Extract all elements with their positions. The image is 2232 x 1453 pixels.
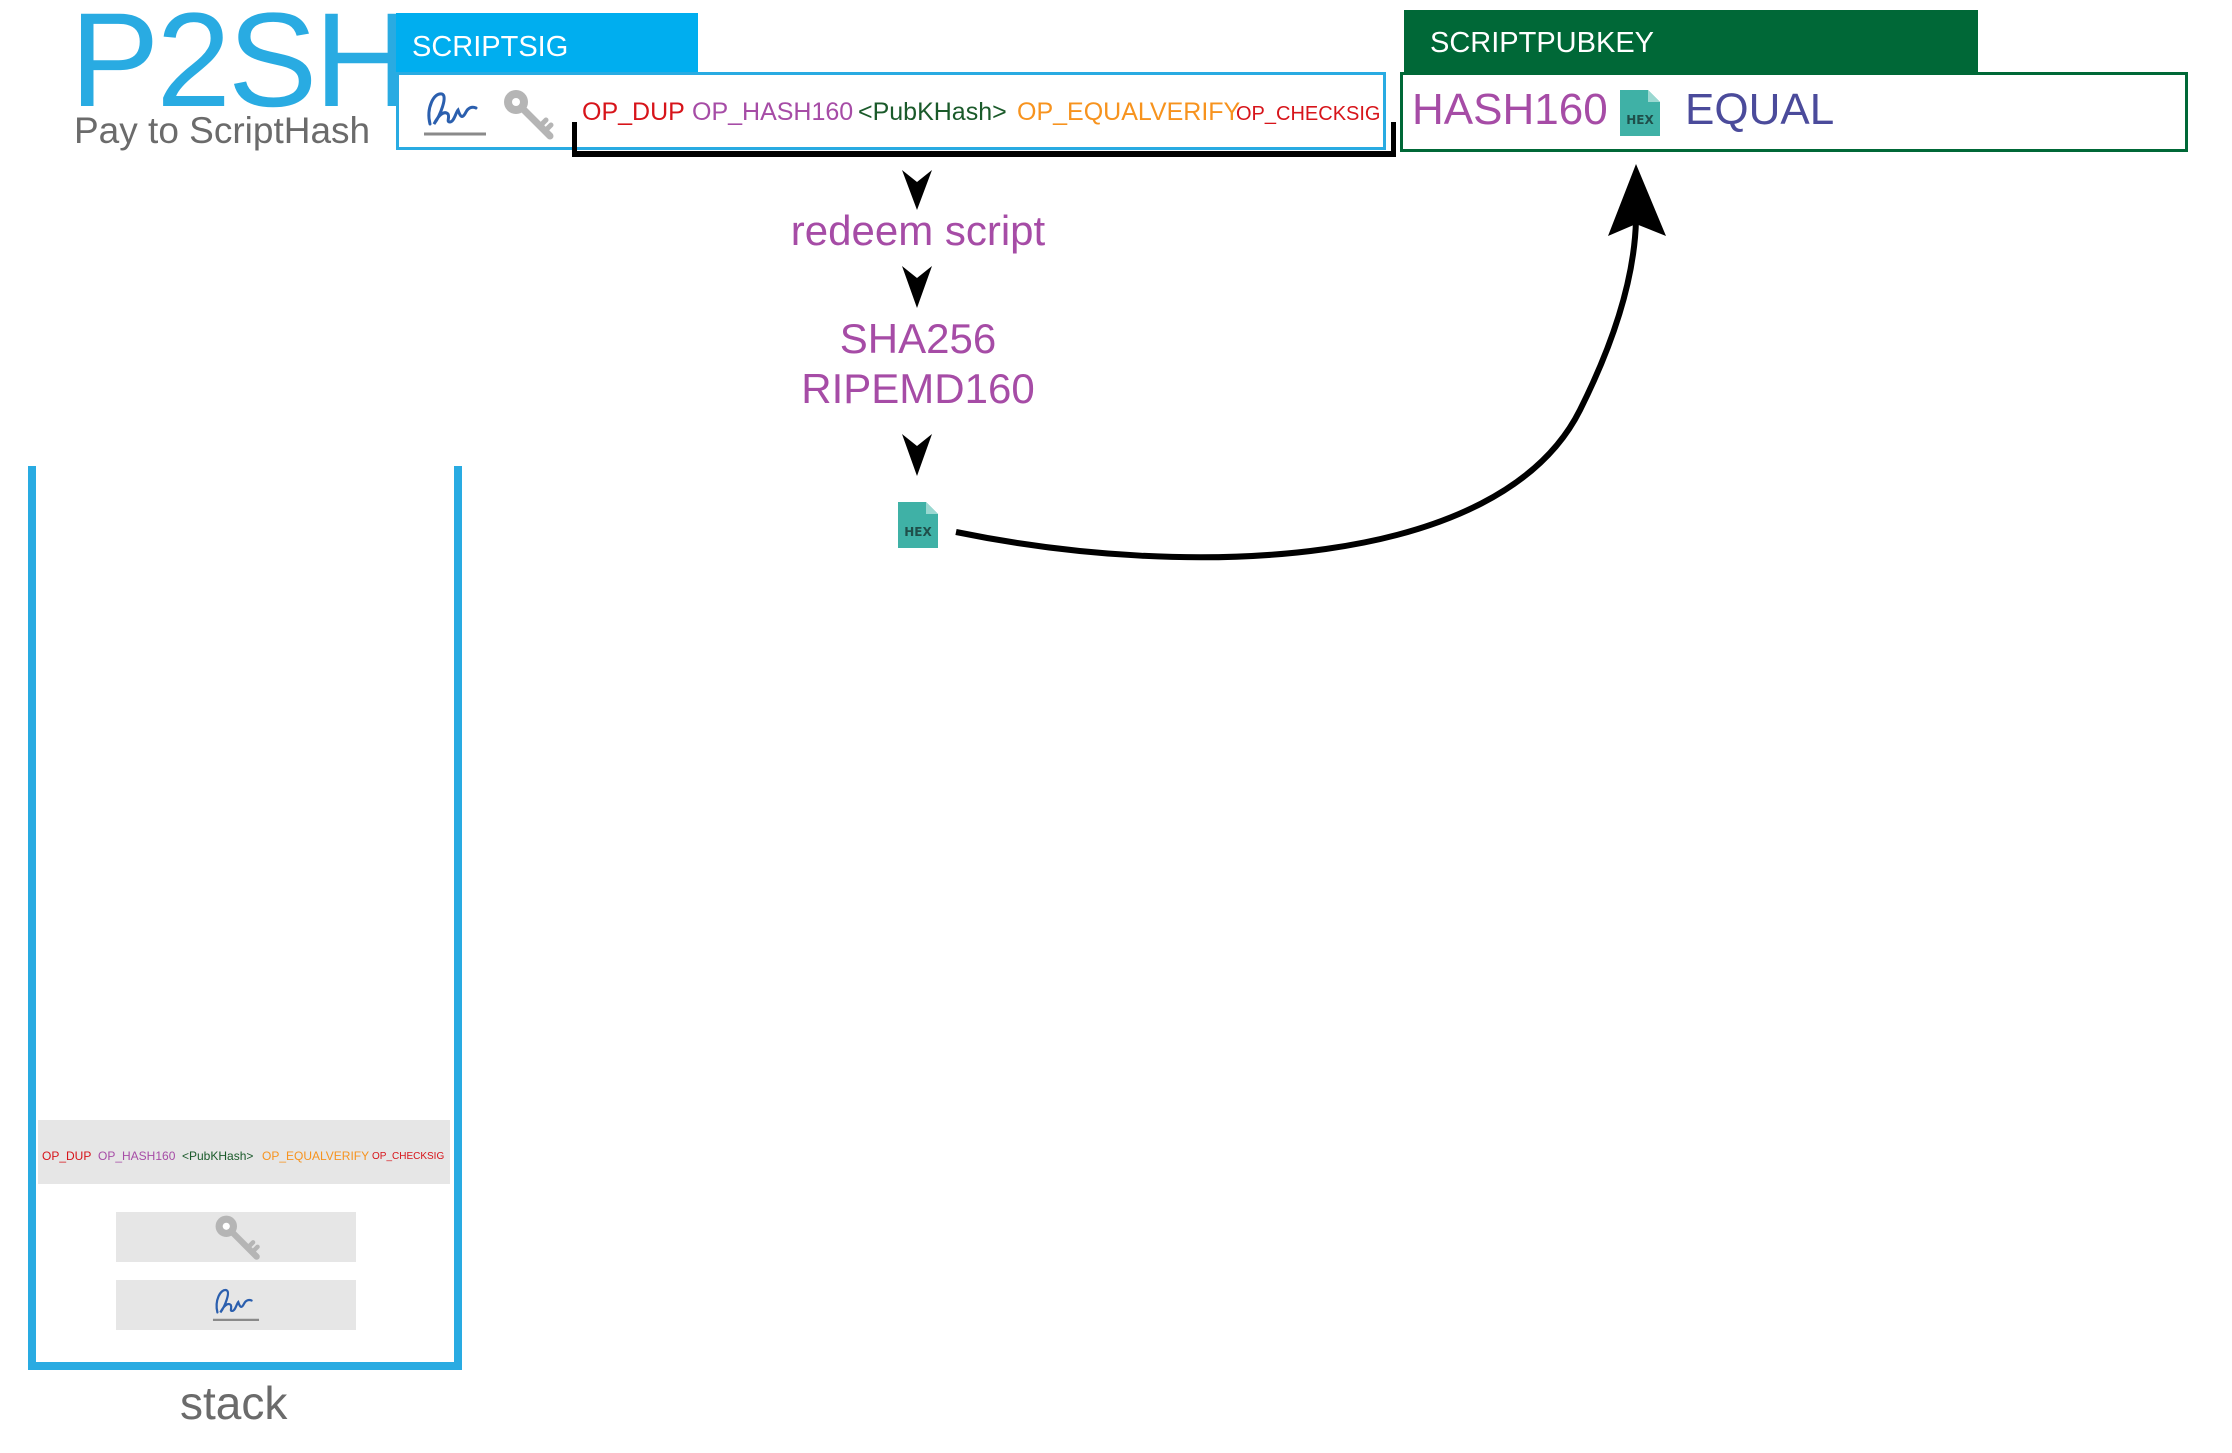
scriptsig-op-hash160: OP_HASH160 — [692, 98, 854, 126]
stack-item-signature — [116, 1280, 356, 1330]
page-title: P2SH — [70, 0, 411, 135]
arrow-down-icon — [902, 434, 932, 476]
scriptsig-op-dup: OP_DUP — [582, 98, 685, 126]
scriptpubkey-label: SCRIPTPUBKEY — [1430, 27, 1654, 59]
signature-icon — [212, 1289, 260, 1321]
redeem-script-bracket — [572, 122, 1396, 157]
stack-op-dup: OP_DUP — [42, 1149, 92, 1163]
redeem-script-label: redeem script — [790, 207, 1046, 254]
stack-label: stack — [180, 1377, 288, 1429]
key-icon — [215, 1215, 260, 1260]
scriptsig-box — [396, 72, 1386, 150]
stack-item-key — [116, 1212, 356, 1262]
scriptpubkey-hash160: HASH160 — [1412, 85, 1608, 134]
flow-hex-text: HEX — [904, 525, 932, 539]
sha256-label: SHA256 — [839, 315, 997, 362]
scriptsig-op-equalverify: OP_EQUALVERIFY — [1017, 98, 1241, 126]
scriptsig-header: SCRIPTSIG — [396, 13, 698, 77]
scriptpubkey-box — [1400, 72, 2188, 152]
scriptpubkey-equal: EQUAL — [1685, 85, 1835, 134]
scriptsig-label: SCRIPTSIG — [412, 31, 569, 63]
scriptpubkey-header: SCRIPTPUBKEY — [1404, 10, 1978, 74]
hex-file-icon: HEX — [898, 502, 938, 548]
stack-op-equalverify: OP_EQUALVERIFY — [262, 1149, 370, 1163]
scriptsig-op-checksig: OP_CHECKSIG — [1236, 103, 1381, 125]
page-subtitle: Pay to ScriptHash — [74, 110, 371, 151]
ripemd160-label: RIPEMD160 — [801, 365, 1035, 412]
stack-op-pubkhash: <PubKHash> — [182, 1149, 254, 1163]
stack-container — [28, 466, 462, 1370]
arrow-down-icon — [902, 170, 932, 210]
key-icon — [504, 90, 554, 140]
arrow-down-icon — [902, 266, 932, 308]
hex-file-icon: HEX — [1620, 90, 1660, 136]
scriptpubkey-hex-text: HEX — [1626, 113, 1654, 127]
stack-op-hash160: OP_HASH160 — [98, 1149, 176, 1163]
stack-item-redeem-script — [38, 1120, 450, 1184]
compare-arrow — [955, 164, 1666, 561]
scriptsig-op-pubkhash: <PubKHash> — [858, 98, 1007, 126]
signature-icon — [424, 92, 486, 136]
stack-op-checksig: OP_CHECKSIG — [372, 1151, 445, 1162]
